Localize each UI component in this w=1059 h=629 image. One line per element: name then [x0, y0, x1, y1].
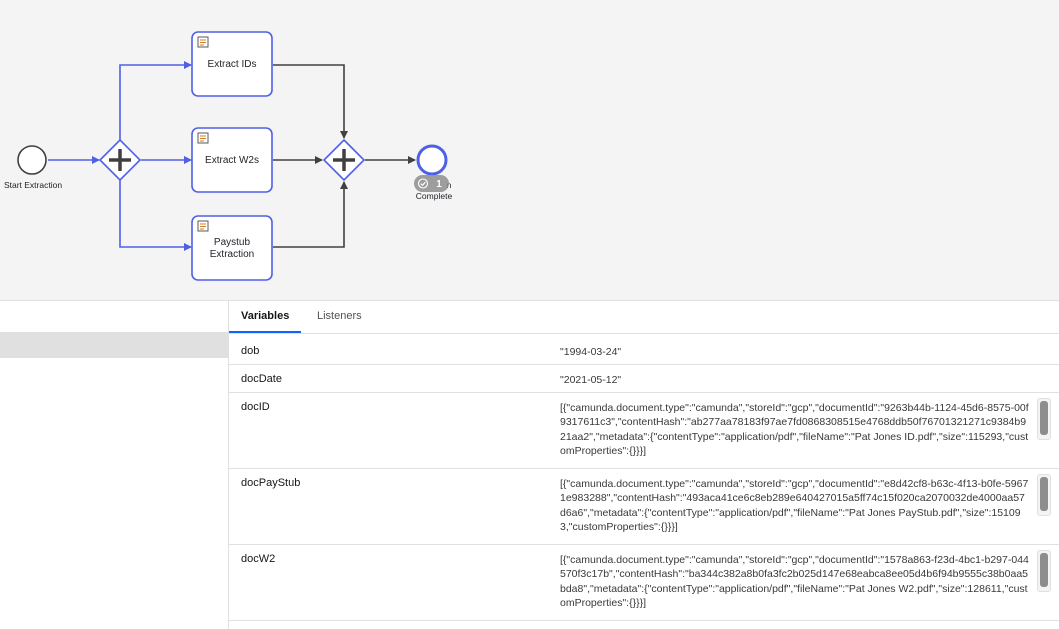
table-row[interactable]: docID [{"camunda.document.type":"camunda… [229, 393, 1059, 469]
script-task-icon [197, 132, 209, 144]
value-scrollbar[interactable] [1037, 474, 1051, 516]
tab-variables[interactable]: Variables [229, 301, 302, 333]
start-event-label: Start Extraction [4, 180, 62, 190]
parallel-split-gateway[interactable] [98, 138, 142, 182]
panel-divider[interactable] [0, 300, 1059, 301]
variable-value: [{"camunda.document.type":"camunda","sto… [560, 478, 1029, 534]
table-row[interactable]: dob "1994-03-24" [229, 337, 1059, 365]
task-label: Extract IDs [208, 59, 257, 70]
selected-history-row[interactable] [0, 332, 228, 358]
start-event[interactable] [17, 145, 47, 175]
plus-icon [109, 149, 131, 171]
task-extract-w2s[interactable]: Extract W2s [191, 127, 273, 193]
task-label: Paystub [214, 237, 251, 248]
completed-token-badge[interactable]: 1 [414, 175, 449, 192]
table-row[interactable]: docPayStub [{"camunda.document.type":"ca… [229, 469, 1059, 545]
variable-value: "2021-05-12" [560, 374, 622, 386]
task-label: Extract W2s [205, 155, 259, 166]
scrollbar-thumb[interactable] [1040, 477, 1048, 511]
end-event-label: n [447, 180, 452, 190]
variable-name: docDate [241, 373, 282, 385]
variable-name: docID [241, 401, 270, 413]
flow-paystub-to-join [273, 181, 348, 248]
flow-split-to-paystub [119, 180, 192, 251]
details-panel: Variables Listeners dob "1994-03-24" doc… [229, 301, 1059, 629]
instance-history-panel [0, 301, 229, 629]
end-event-label: Complete [416, 191, 453, 201]
flow-extract-ids-to-join [273, 64, 348, 139]
variable-name: dob [241, 345, 260, 357]
task-paystub-extraction[interactable]: Paystub Extraction [191, 215, 273, 281]
parallel-join-gateway[interactable] [322, 138, 366, 182]
variable-name: docPayStub [241, 477, 301, 489]
scrollbar-thumb[interactable] [1040, 553, 1048, 587]
check-circle-icon [417, 178, 429, 189]
details-tabs: Variables Listeners [229, 301, 1059, 334]
value-scrollbar[interactable] [1037, 550, 1051, 592]
variable-name: docW2 [241, 553, 276, 565]
token-count: 1 [436, 179, 442, 190]
variable-value: [{"camunda.document.type":"camunda","sto… [560, 402, 1029, 458]
table-row[interactable]: docDate "2021-05-12" [229, 365, 1059, 393]
bpmn-diagram-canvas[interactable]: Start Extraction Extract IDs Extract W2s [0, 0, 1059, 300]
variable-value: "1994-03-24" [560, 346, 622, 358]
scrollbar-thumb[interactable] [1040, 401, 1048, 435]
task-extract-ids[interactable]: Extract IDs [191, 31, 273, 97]
script-task-icon [197, 36, 209, 48]
bpmn-diagram: Start Extraction Extract IDs Extract W2s [4, 31, 453, 281]
value-scrollbar[interactable] [1037, 398, 1051, 440]
plus-icon [333, 149, 355, 171]
task-label: Extraction [210, 249, 254, 260]
variable-value: [{"camunda.document.type":"camunda","sto… [560, 554, 1029, 610]
end-event[interactable] [416, 144, 448, 176]
flow-split-to-extract-ids [119, 61, 192, 140]
script-task-icon [197, 220, 209, 232]
table-row[interactable]: docW2 [{"camunda.document.type":"camunda… [229, 545, 1059, 621]
tab-listeners[interactable]: Listeners [317, 310, 362, 322]
